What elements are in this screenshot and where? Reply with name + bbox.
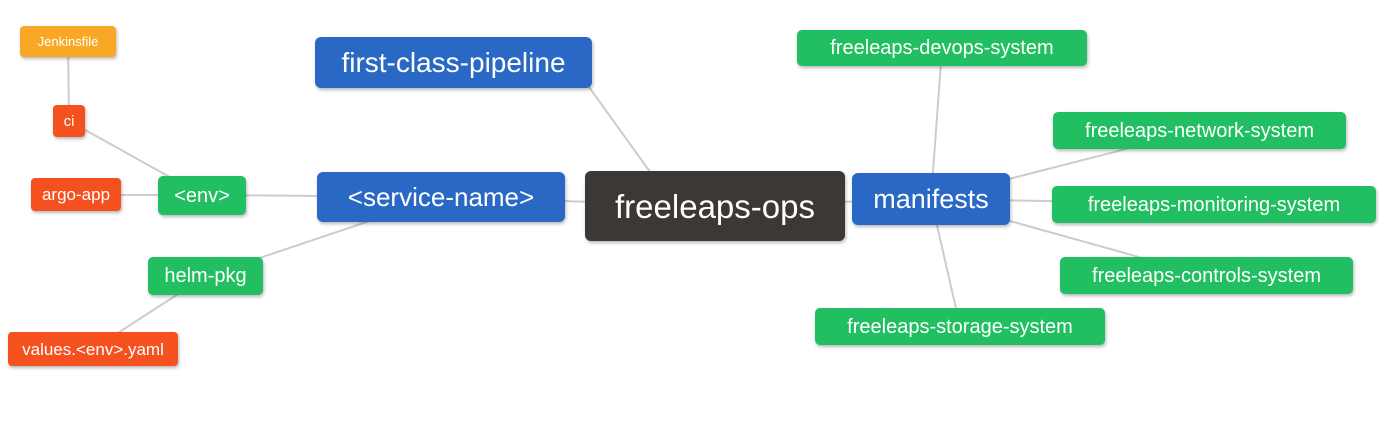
- node-freeleaps-storage-system[interactable]: freeleaps-storage-system: [815, 308, 1105, 345]
- node-freeleaps-controls-system[interactable]: freeleaps-controls-system: [1060, 257, 1353, 294]
- node-freeleaps-monitoring-system[interactable]: freeleaps-monitoring-system: [1052, 186, 1376, 223]
- node-argo-app[interactable]: argo-app: [31, 178, 121, 211]
- node-helm-pkg[interactable]: helm-pkg: [148, 257, 263, 295]
- node-env[interactable]: <env>: [158, 176, 246, 215]
- node-service-name[interactable]: <service-name>: [317, 172, 565, 222]
- node-first-class-pipeline[interactable]: first-class-pipeline: [315, 37, 592, 88]
- node-freeleaps-network-system[interactable]: freeleaps-network-system: [1053, 112, 1346, 149]
- node-manifests[interactable]: manifests: [852, 173, 1010, 225]
- node-values-env-yaml[interactable]: values.<env>.yaml: [8, 332, 178, 366]
- node-freeleaps-ops[interactable]: freeleaps-ops: [585, 171, 845, 241]
- node-freeleaps-devops-system[interactable]: freeleaps-devops-system: [797, 30, 1087, 66]
- node-ci[interactable]: ci: [53, 105, 85, 137]
- node-jenkinsfile[interactable]: Jenkinsfile: [20, 26, 116, 57]
